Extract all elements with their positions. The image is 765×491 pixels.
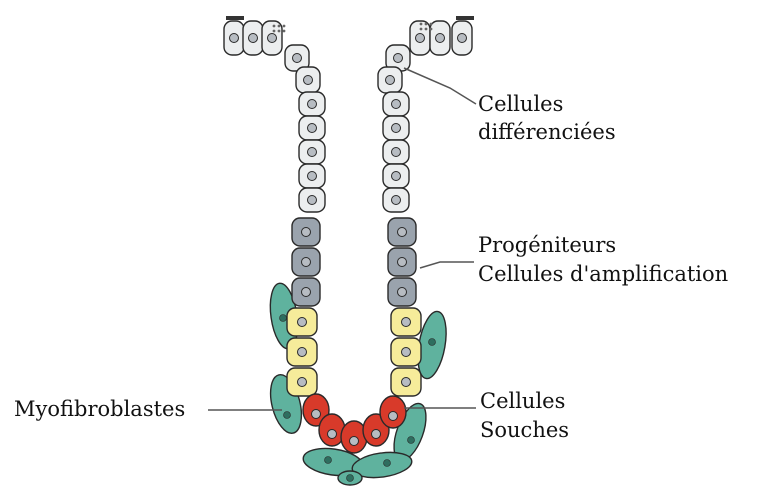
amplifying-cell	[391, 368, 421, 396]
differentiated-cell	[299, 164, 325, 188]
differentiated-cell	[296, 67, 320, 93]
progenitor-cell	[292, 248, 320, 276]
brush-border-mark	[456, 16, 474, 20]
differentiated-cell	[430, 21, 450, 55]
differentiated-cell	[224, 21, 244, 55]
differentiated-cell	[299, 116, 325, 140]
amplifying-cell	[287, 308, 317, 336]
brush-border-mark	[226, 16, 244, 20]
differentiated-cell	[383, 188, 409, 212]
progenitor-cell	[292, 278, 320, 306]
differentiated-cell	[410, 21, 430, 55]
differentiated-cell	[378, 67, 402, 93]
amplifying-cell	[391, 338, 421, 366]
label-progenitor-line1: Progéniteurs	[478, 233, 616, 257]
progenitor-cell	[292, 218, 320, 246]
differentiated-cell	[299, 188, 325, 212]
progenitor-cell	[388, 278, 416, 306]
progenitor-cell	[388, 248, 416, 276]
amplifying-cell	[287, 368, 317, 396]
label-progenitor-line2: Cellules d'amplification	[478, 262, 728, 286]
myofibroblast-cell	[338, 471, 362, 485]
amplifying-cell	[391, 308, 421, 336]
leader-differentiated	[404, 68, 476, 104]
label-myofibroblasts: Myofibroblastes	[14, 397, 185, 421]
differentiated-cell	[383, 116, 409, 140]
amplifying-cell	[287, 338, 317, 366]
label-differentiated-line2: différenciées	[478, 120, 616, 144]
label-stem-line2: Souches	[480, 418, 569, 442]
differentiated-cell	[299, 140, 325, 164]
differentiated-cell	[299, 92, 325, 116]
label-stem-line1: Cellules	[480, 389, 565, 413]
label-differentiated-line1: Cellules	[478, 92, 563, 116]
differentiated-cell	[383, 140, 409, 164]
differentiated-cell	[383, 164, 409, 188]
differentiated-cell	[243, 21, 263, 55]
progenitor-cell	[388, 218, 416, 246]
differentiated-cell	[452, 21, 472, 55]
stem-cell	[380, 396, 406, 428]
crypt-cells	[224, 16, 474, 485]
differentiated-cell	[383, 92, 409, 116]
leader-progenitor	[420, 262, 474, 268]
